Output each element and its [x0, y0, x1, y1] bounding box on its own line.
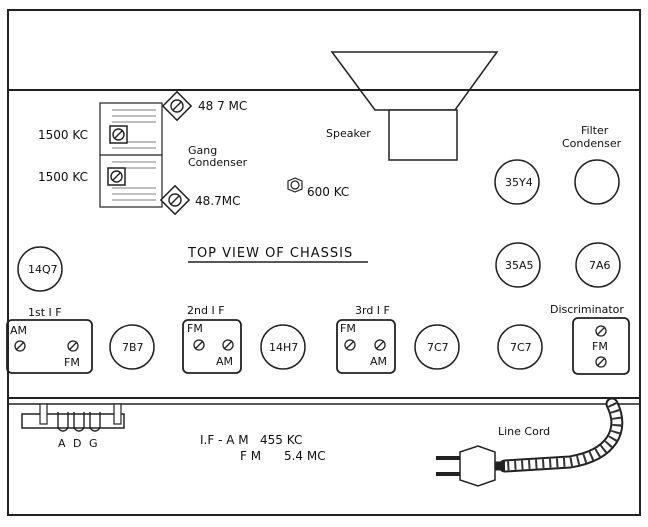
trimmer-kc-bottom-label: 1500 KC: [38, 170, 88, 184]
tube-14h7: [260, 324, 306, 370]
tube-35a5: [495, 242, 541, 288]
gang-condenser: [99, 102, 163, 208]
discriminator-title: Discriminator: [550, 303, 624, 316]
if-can-3rd: [336, 319, 396, 374]
trimmer-kc-bottom[interactable]: [107, 167, 126, 186]
if-2nd-title: 2nd I F: [187, 304, 225, 317]
antenna-socket[interactable]: [21, 403, 125, 432]
if-1st-top-label: AM: [10, 324, 28, 337]
chassis-plate: [7, 89, 641, 399]
tube-35y4: [494, 159, 540, 205]
trimmer-mc-top-label: 48 7 MC: [198, 99, 248, 113]
trimmer-600kc[interactable]: [287, 177, 303, 193]
socket-pin-labels: A D G: [58, 437, 98, 450]
tube-14q7: [17, 246, 63, 292]
tube-7c7-b-label: 7C7: [510, 341, 532, 354]
tube-7c7-a-label: 7C7: [427, 341, 449, 354]
discriminator-fm-label: FM: [592, 340, 608, 353]
tube-7b7-label: 7B7: [122, 341, 144, 354]
tube-7a6-label: 7A6: [589, 259, 611, 272]
speaker-label: Speaker: [326, 127, 371, 140]
gang-condenser-label-1: Gang: [188, 144, 218, 157]
tube-7b7: [109, 324, 155, 370]
if-2nd-top-label: FM: [187, 322, 203, 335]
trimmer-mc-bottom[interactable]: [159, 184, 191, 216]
tube-7c7-a: [414, 324, 460, 370]
if-1st-bottom-label: FM: [64, 356, 80, 369]
chassis-title: TOP VIEW OF CHASSIS: [188, 246, 354, 261]
if-frequency-line-2: F M 5.4 MC: [240, 449, 326, 463]
tube-35a5-label: 35A5: [505, 259, 534, 272]
line-cord-label: Line Cord: [498, 425, 551, 438]
trimmer-kc-top[interactable]: [109, 125, 128, 144]
filter-condenser-label-1: Filter: [581, 124, 609, 137]
trimmer-kc-top-label: 1500 KC: [38, 128, 88, 142]
gang-condenser-label-2: Condenser: [188, 156, 248, 169]
filter-condenser-label-2: Condenser: [562, 137, 622, 150]
line-cord[interactable]: [436, 397, 624, 487]
filter-condenser-can: [574, 159, 620, 205]
speaker: [330, 51, 499, 161]
if-2nd-bottom-label: AM: [216, 355, 234, 368]
if-1st-title: 1st I F: [28, 306, 62, 319]
trimmer-mc-bottom-label: 48.7MC: [195, 194, 241, 208]
if-frequency-line-1: I.F - A M 455 KC: [200, 433, 303, 447]
tube-7a6: [575, 242, 621, 288]
if-3rd-top-label: FM: [340, 322, 356, 335]
tube-14h7-label: 14H7: [269, 341, 299, 354]
tube-14q7-label: 14Q7: [28, 263, 58, 276]
trimmer-mc-top[interactable]: [161, 90, 193, 122]
if-can-1st: [6, 319, 93, 374]
discriminator-can: [572, 317, 630, 375]
trimmer-600kc-label: 600 KC: [307, 185, 350, 199]
if-can-2nd: [182, 319, 242, 374]
tube-35y4-label: 35Y4: [505, 176, 533, 189]
if-3rd-title: 3rd I F: [355, 304, 390, 317]
if-3rd-bottom-label: AM: [370, 355, 388, 368]
tube-7c7-b: [497, 324, 543, 370]
